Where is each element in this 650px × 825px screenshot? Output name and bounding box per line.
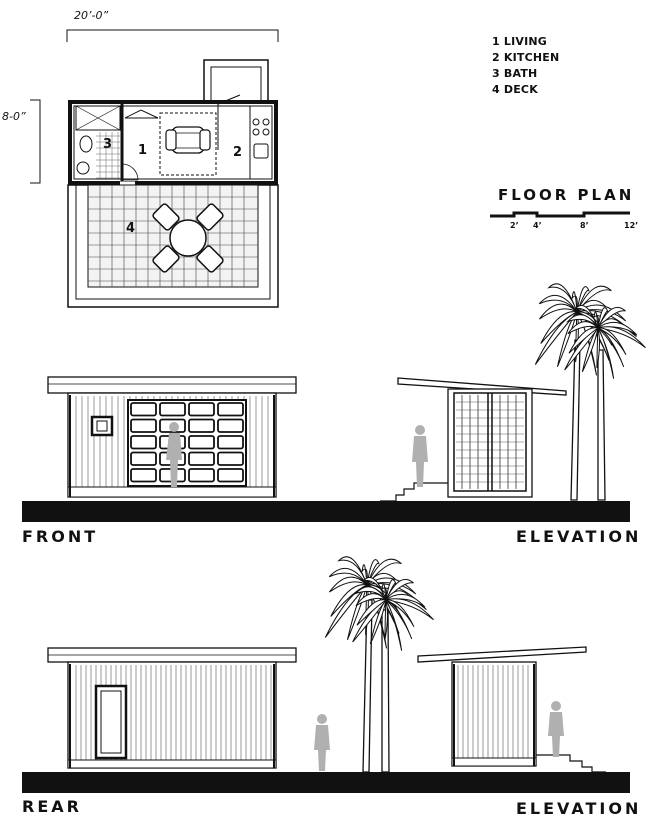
scale-label: 12’	[624, 221, 639, 230]
rear-label: REAR	[22, 797, 82, 816]
room-number-living: 1	[138, 143, 148, 158]
rear-elevation-row	[22, 556, 630, 793]
rug	[159, 112, 217, 176]
legend-item: 3 BATH	[492, 67, 538, 80]
legend-item: 4 DECK	[492, 83, 538, 96]
front-label: FRONT	[22, 527, 99, 546]
legend-item: 1 LIVING	[492, 35, 548, 48]
toilet	[79, 135, 93, 153]
kitchen-sink	[253, 143, 269, 159]
palm-tree-bottom	[324, 556, 434, 773]
person-silhouette-rear	[314, 714, 330, 771]
front-roof	[47, 376, 297, 394]
person-silhouette-side	[412, 425, 428, 487]
front-elevation-row	[22, 283, 646, 522]
elevation-label-bottom: ELEVATION	[516, 799, 642, 818]
side-container-rear	[451, 661, 537, 767]
dining-table	[169, 219, 207, 257]
entry-walk	[203, 59, 269, 103]
ground-slab-bottom	[22, 772, 630, 793]
legend-item: 2 KITCHEN	[492, 51, 560, 64]
room-legend: 1 LIVING 2 KITCHEN 3 BATH 4 DECK	[492, 34, 559, 98]
room-number-kitchen: 2	[233, 145, 243, 160]
bath-sink	[76, 161, 90, 175]
side-stairs	[380, 482, 448, 502]
room-number-bath: 3	[103, 137, 113, 152]
container-walls	[68, 100, 278, 185]
floor-plan-title: FLOOR PLAN	[498, 186, 635, 204]
palm-tree-top	[534, 283, 646, 501]
scale-label: 2’	[510, 221, 519, 230]
garage-door-grid	[127, 399, 247, 487]
sofa	[171, 126, 205, 154]
width-dimension-line	[66, 29, 279, 42]
person-silhouette-rear-side	[548, 701, 564, 757]
shower	[75, 105, 121, 131]
room-number-deck: 4	[126, 221, 136, 236]
height-dimension-label: 8-0”	[2, 110, 26, 123]
elevation-label-top: ELEVATION	[516, 527, 642, 546]
ground-slab-top	[22, 501, 630, 522]
kitchen-counter	[249, 105, 273, 180]
scale-bar	[490, 211, 630, 218]
side-roof-bottom	[417, 646, 587, 663]
floor-plan	[30, 29, 279, 308]
height-dimension-line	[30, 99, 41, 184]
stove-burners	[252, 118, 270, 136]
dining-chairs	[152, 203, 224, 273]
rear-side-stairs	[536, 754, 606, 773]
width-dimension-label: 20’-0”	[74, 9, 109, 22]
front-window	[90, 415, 114, 437]
person-silhouette-front	[166, 422, 182, 487]
scale-label: 8’	[580, 221, 589, 230]
scale-label: 4’	[533, 221, 542, 230]
